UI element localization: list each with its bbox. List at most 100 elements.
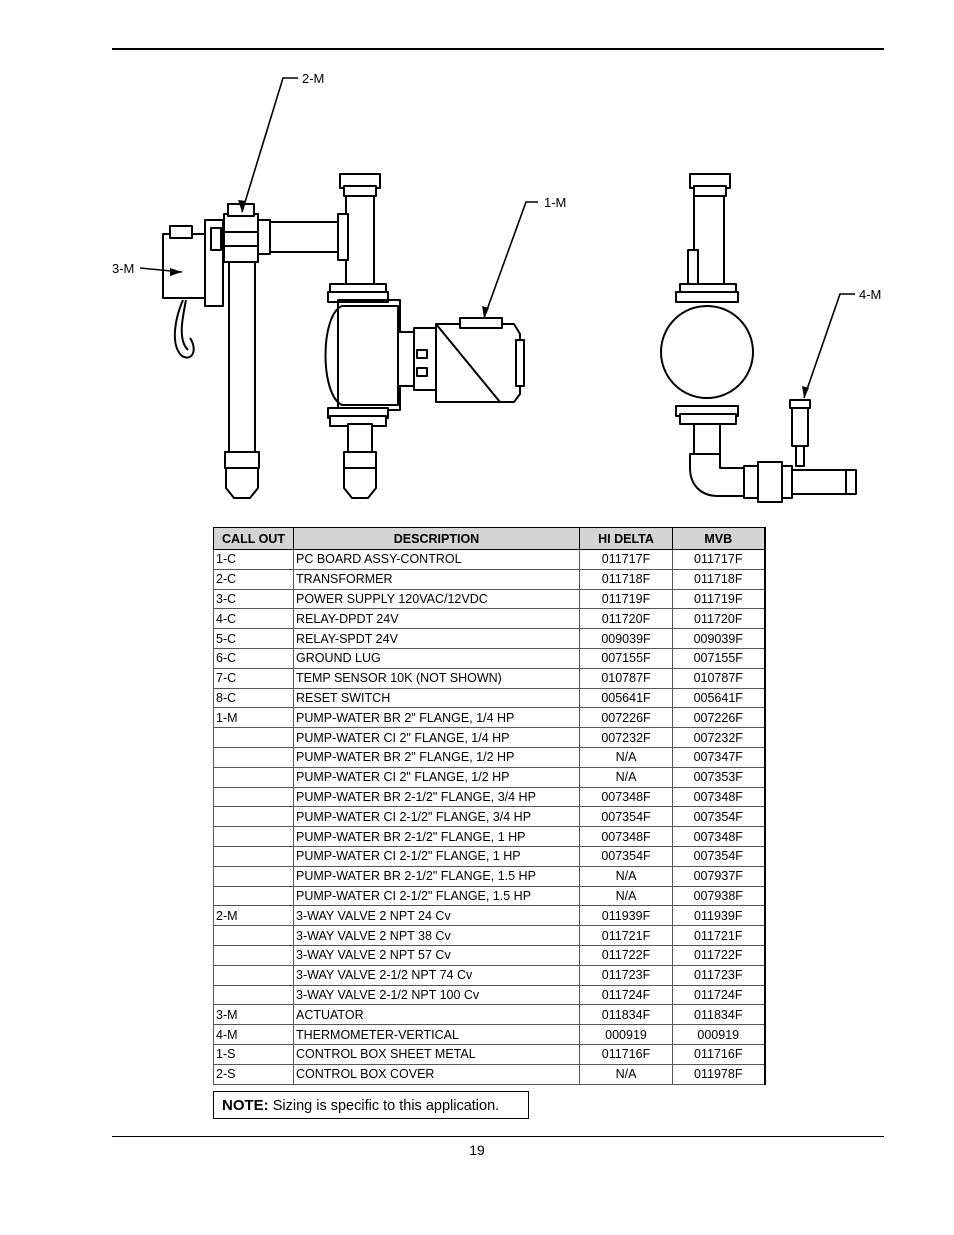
cell-mvb: 007348F bbox=[672, 786, 765, 808]
cell-callout bbox=[213, 964, 294, 986]
cell-mvb: 000919 bbox=[672, 1024, 765, 1045]
cell-description: PUMP-WATER BR 2-1/2" FLANGE, 3/4 HP bbox=[293, 786, 580, 808]
cell-callout bbox=[213, 826, 294, 847]
cell-description: 3-WAY VALVE 2-1/2 NPT 74 Cv bbox=[293, 964, 580, 986]
cell-description: CONTROL BOX SHEET METAL bbox=[293, 1043, 580, 1065]
thermometer bbox=[791, 403, 809, 447]
cell-callout bbox=[213, 786, 294, 808]
note-label: NOTE: bbox=[222, 1097, 269, 1114]
cell-description: 3-WAY VALVE 2 NPT 57 Cv bbox=[293, 944, 580, 966]
cell-hi-delta: 011939F bbox=[579, 905, 673, 927]
cell-hi-delta: N/A bbox=[579, 865, 673, 887]
cell-description: RESET SWITCH bbox=[293, 687, 580, 709]
cell-description: THERMOMETER-VERTICAL bbox=[293, 1024, 580, 1045]
cell-hi-delta: 007226F bbox=[579, 707, 673, 729]
cell-mvb: 009039F bbox=[672, 628, 765, 649]
cell-mvb: 011719F bbox=[672, 588, 765, 610]
cell-mvb: 007937F bbox=[672, 865, 765, 887]
note-box: NOTE: Sizing is specific to this applica… bbox=[213, 1091, 529, 1119]
cell-hi-delta: 007354F bbox=[579, 845, 673, 867]
cell-hi-delta: 011721F bbox=[579, 925, 673, 946]
cell-hi-delta: 011717F bbox=[579, 549, 673, 570]
pump-volute bbox=[324, 305, 399, 406]
cell-mvb: 011723F bbox=[672, 964, 765, 986]
cell-mvb: 007347F bbox=[672, 746, 765, 768]
cell-mvb: 007348F bbox=[672, 826, 765, 847]
leader-1m bbox=[483, 201, 538, 319]
cell-description: GROUND LUG bbox=[293, 647, 580, 669]
cell-mvb: 007938F bbox=[672, 885, 765, 907]
cell-mvb: 007226F bbox=[672, 707, 765, 729]
cell-description: RELAY-SPDT 24V bbox=[293, 628, 580, 649]
cell-hi-delta: 007354F bbox=[579, 806, 673, 828]
cell-description: RELAY-DPDT 24V bbox=[293, 608, 580, 630]
cell-callout: 6-C bbox=[213, 647, 294, 669]
cell-description: PUMP-WATER BR 2-1/2" FLANGE, 1.5 HP bbox=[293, 865, 580, 887]
cell-hi-delta: 005641F bbox=[579, 687, 673, 709]
pump-volute-side bbox=[660, 305, 754, 399]
cell-mvb: 007155F bbox=[672, 647, 765, 669]
cell-mvb: 005641F bbox=[672, 687, 765, 709]
actuator bbox=[162, 233, 208, 299]
cell-mvb: 011722F bbox=[672, 944, 765, 966]
cell-mvb: 011717F bbox=[672, 549, 765, 570]
pump-assembly-diagram: 2-M 1-M 3-M 4-M bbox=[112, 71, 881, 503]
cell-callout: 2-S bbox=[213, 1063, 294, 1085]
header-hi-delta: HI DELTA bbox=[579, 527, 673, 550]
cell-description: PUMP-WATER CI 2-1/2" FLANGE, 1.5 HP bbox=[293, 885, 580, 907]
label-3m: 3-M bbox=[112, 261, 134, 276]
cell-hi-delta: N/A bbox=[579, 1063, 673, 1085]
outlet-elbow bbox=[689, 453, 747, 497]
cell-callout: 2-M bbox=[213, 905, 294, 927]
cell-mvb: 011720F bbox=[672, 608, 765, 630]
cell-mvb: 011716F bbox=[672, 1043, 765, 1065]
cell-description: 3-WAY VALVE 2 NPT 24 Cv bbox=[293, 905, 580, 927]
three-way-valve bbox=[223, 213, 259, 263]
cell-description: TEMP SENSOR 10K (NOT SHOWN) bbox=[293, 667, 580, 689]
cell-callout: 4-C bbox=[213, 608, 294, 630]
cell-description: PUMP-WATER BR 2-1/2" FLANGE, 1 HP bbox=[293, 826, 580, 847]
table-header-row: CALL OUT DESCRIPTION HI DELTA MVB bbox=[213, 527, 765, 550]
cell-hi-delta: 007155F bbox=[579, 647, 673, 669]
table-row: PUMP-WATER BR 2-1/2" FLANGE, 1 HP 007348F… bbox=[213, 826, 765, 847]
cell-callout bbox=[213, 925, 294, 946]
cell-mvb: 007232F bbox=[672, 727, 765, 748]
cell-hi-delta: 007348F bbox=[579, 786, 673, 808]
label-2m: 2-M bbox=[302, 71, 324, 86]
label-4m: 4-M bbox=[859, 287, 881, 302]
cell-mvb: 007354F bbox=[672, 845, 765, 867]
cell-callout: 2-C bbox=[213, 568, 294, 590]
cell-description: 3-WAY VALVE 2-1/2 NPT 100 Cv bbox=[293, 984, 580, 1006]
cell-hi-delta: 011723F bbox=[579, 964, 673, 986]
cell-mvb: 007354F bbox=[672, 806, 765, 828]
valve-drop-pipe bbox=[228, 257, 256, 459]
cell-callout: 8-C bbox=[213, 687, 294, 709]
cell-mvb: 010787F bbox=[672, 667, 765, 689]
cell-hi-delta: N/A bbox=[579, 885, 673, 907]
cell-hi-delta: N/A bbox=[579, 746, 673, 768]
cell-mvb: 011978F bbox=[672, 1063, 765, 1085]
cell-hi-delta: 011722F bbox=[579, 944, 673, 966]
leader-2m bbox=[241, 77, 298, 213]
cell-callout: 1-S bbox=[213, 1043, 294, 1065]
cell-callout bbox=[213, 806, 294, 828]
cell-mvb: 011718F bbox=[672, 568, 765, 590]
